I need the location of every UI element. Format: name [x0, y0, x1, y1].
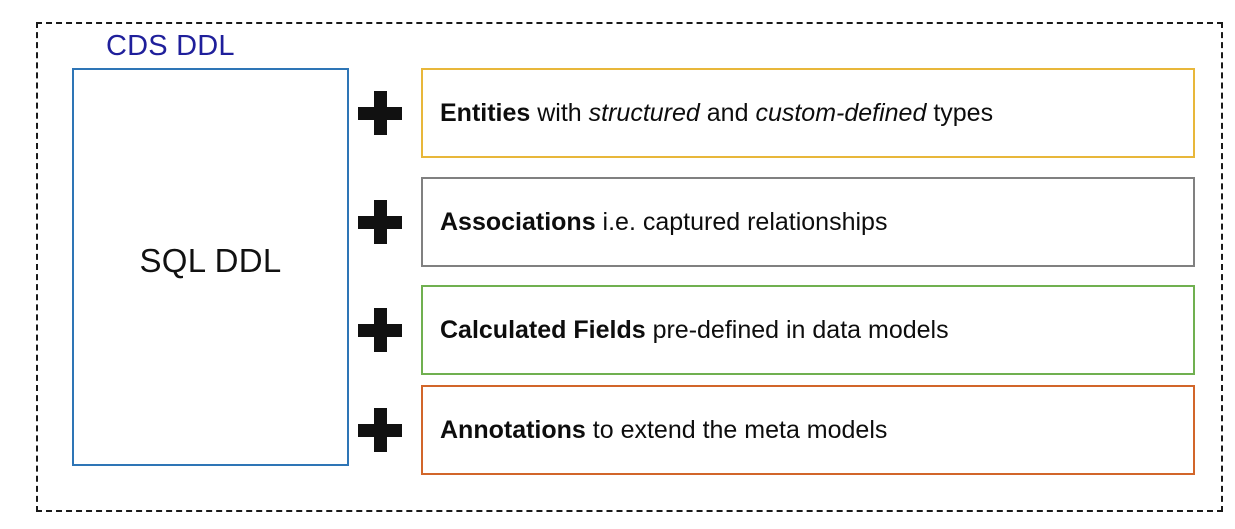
feature-text-entities: Entities with structured and custom-defi…	[440, 99, 994, 127]
feature-box-associations: Associations i.e. captured relationships	[421, 177, 1195, 267]
cds-ddl-group-container: CDS DDL	[36, 22, 1223, 512]
sql-ddl-label: SQL DDL	[139, 242, 282, 279]
feature-row: Entities with structured and custom-defi…	[358, 68, 1195, 158]
cds-ddl-group-label: CDS DDL	[100, 29, 241, 63]
feature-row: Annotations to extend the meta models	[358, 385, 1195, 475]
feature-text-associations: Associations i.e. captured relationships	[440, 208, 888, 236]
feature-text-calculated-fields: Calculated Fields pre-defined in data mo…	[440, 316, 949, 344]
feature-row: Calculated Fields pre-defined in data mo…	[358, 285, 1195, 375]
feature-text-annotations: Annotations to extend the meta models	[440, 416, 888, 444]
feature-box-entities: Entities with structured and custom-defi…	[421, 68, 1195, 158]
plus-icon	[358, 408, 402, 452]
plus-icon	[358, 308, 402, 352]
feature-box-annotations: Annotations to extend the meta models	[421, 385, 1195, 475]
plus-icon	[358, 91, 402, 135]
sql-ddl-box: SQL DDL	[72, 68, 349, 466]
plus-icon	[358, 200, 402, 244]
feature-row: Associations i.e. captured relationships	[358, 177, 1195, 267]
feature-box-calculated-fields: Calculated Fields pre-defined in data mo…	[421, 285, 1195, 375]
